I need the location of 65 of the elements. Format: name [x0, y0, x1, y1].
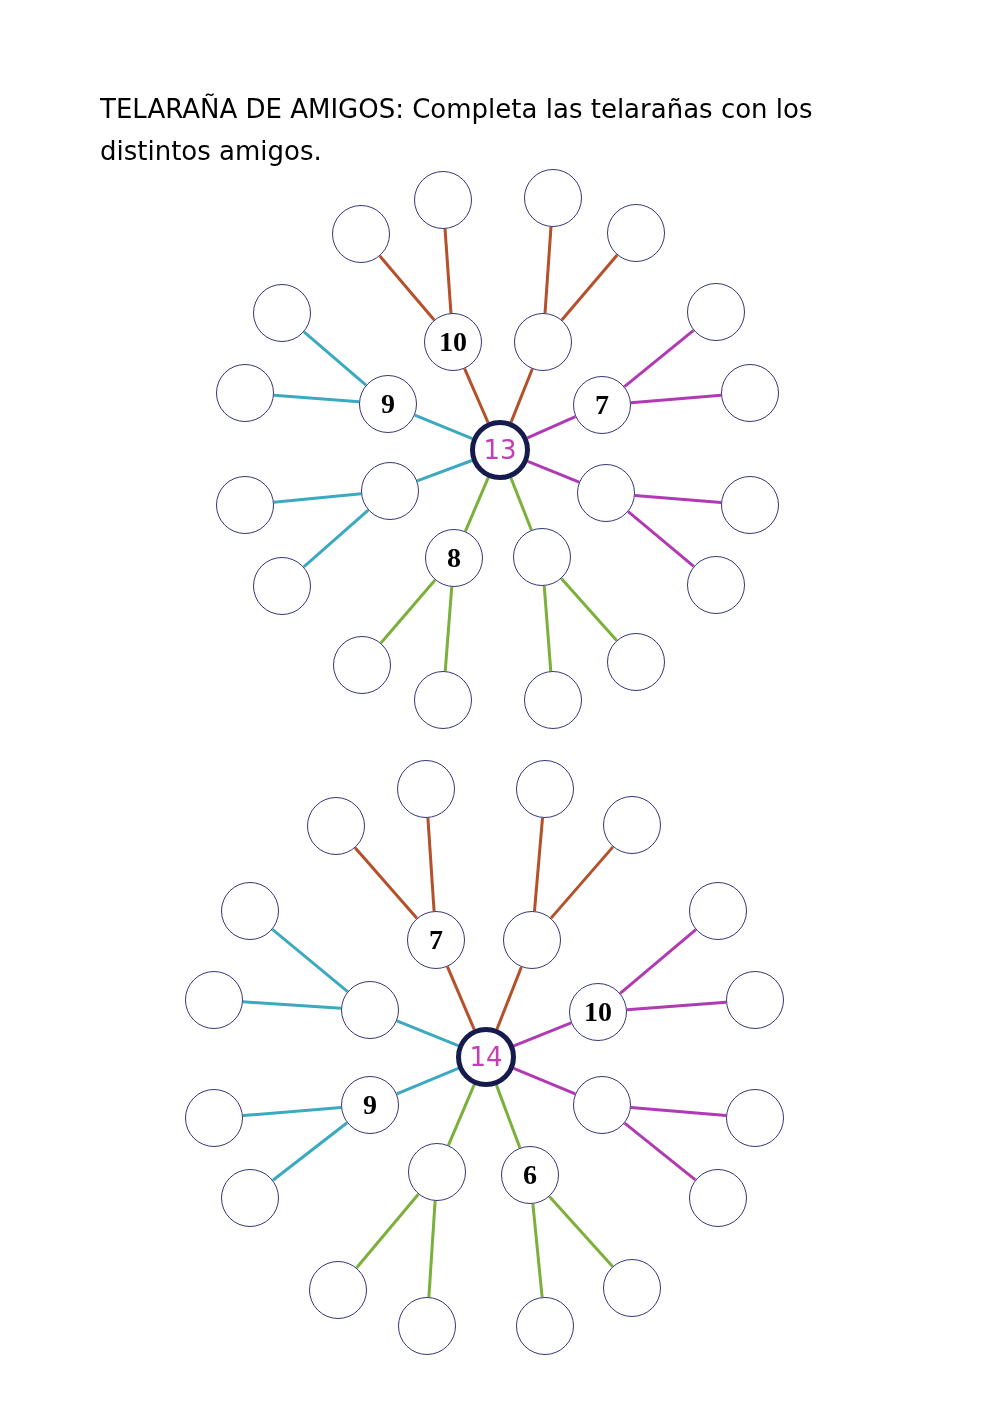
connector-line [630, 1105, 727, 1118]
blank-circle [513, 528, 571, 586]
blank-circle [514, 313, 572, 371]
connector-line [273, 393, 360, 404]
connector-line [273, 492, 362, 504]
connector-line [623, 329, 695, 388]
number-circle: 6 [501, 1146, 559, 1204]
connector-line [531, 1203, 544, 1298]
number-circle: 9 [359, 375, 417, 433]
connector-line [443, 586, 454, 672]
connector-line [513, 1067, 576, 1096]
connector-line [303, 330, 367, 387]
blank-circle [408, 1143, 466, 1201]
blank-circle [577, 464, 635, 522]
connector-line [548, 1195, 614, 1268]
connector-line [414, 413, 473, 440]
connector-line [509, 368, 534, 423]
connector-line [379, 579, 437, 644]
blank-circle [341, 981, 399, 1039]
number-circle: 10 [569, 983, 627, 1041]
connector-line [495, 1084, 522, 1149]
connector-line [627, 510, 695, 568]
connector-line [271, 928, 349, 993]
connector-line [396, 1067, 459, 1096]
connector-line [396, 1019, 459, 1048]
number-circle: 10 [424, 313, 482, 371]
connector-line [495, 966, 523, 1030]
connector-line [560, 577, 618, 642]
connector-line [543, 226, 553, 314]
title: TELARAÑA DE AMIGOS: Completa las telarañas con los distintos amigos. [100, 92, 814, 168]
connector-line [509, 477, 533, 531]
connector-line [623, 1121, 697, 1182]
number-circle: 7 [407, 911, 465, 969]
connector-line [272, 1121, 348, 1182]
number-circle: 8 [425, 529, 483, 587]
connector-line [619, 928, 697, 995]
connector-line [416, 459, 473, 483]
connector-line [630, 393, 722, 405]
connector-line [302, 509, 370, 568]
connector-line [626, 1000, 727, 1012]
connector-line [426, 817, 436, 912]
center-circle: 14 [456, 1027, 516, 1087]
connector-line [427, 1200, 437, 1298]
connector-line [513, 1021, 572, 1048]
connector-line [634, 493, 722, 505]
connector-line [533, 817, 544, 912]
blank-circle [503, 911, 561, 969]
center-circle: 13 [470, 420, 530, 480]
connector-line [447, 1084, 476, 1146]
connector-line [464, 477, 490, 532]
connector-line [242, 1105, 342, 1118]
connector-line [378, 255, 436, 321]
connector-line [542, 585, 553, 672]
connector-line [443, 228, 453, 314]
connector-line [549, 845, 615, 920]
connector-line [463, 368, 490, 424]
connector-line [527, 459, 580, 484]
connector-line [355, 1193, 420, 1269]
connector-line [560, 254, 619, 321]
connector-line [446, 966, 476, 1030]
number-circle: 7 [573, 376, 631, 434]
connector-line [354, 846, 418, 920]
connector-line [242, 1000, 342, 1010]
number-circle: 9 [341, 1076, 399, 1134]
connector-line [526, 415, 577, 440]
